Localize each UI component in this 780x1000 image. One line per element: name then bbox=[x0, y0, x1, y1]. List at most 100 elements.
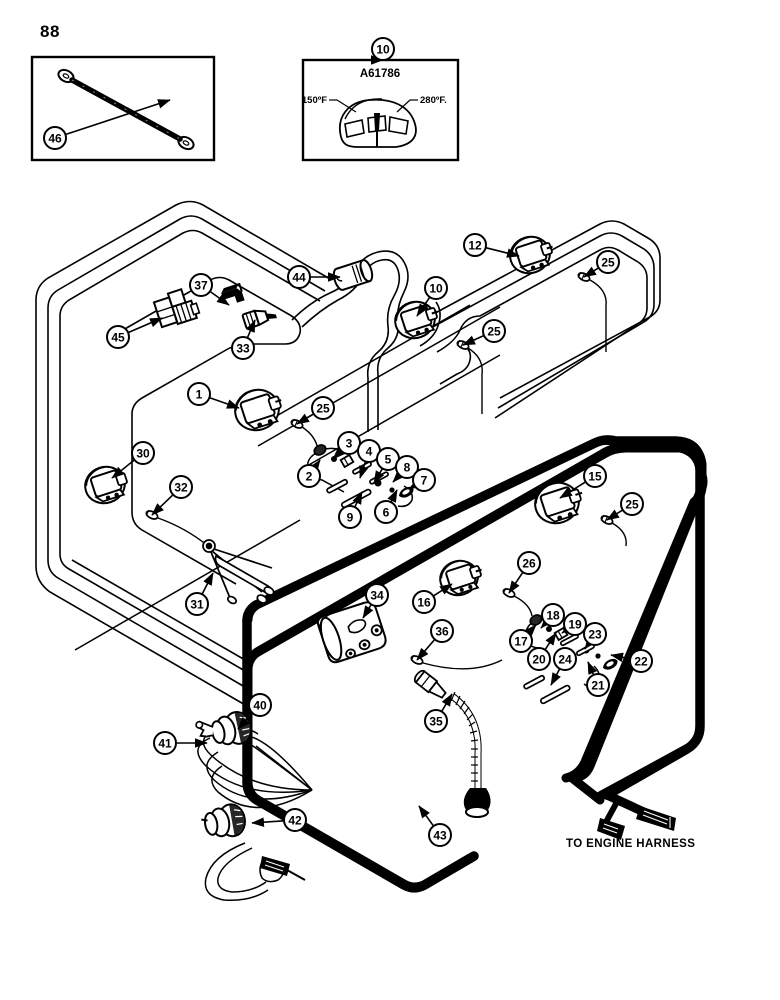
callout-45: 45 bbox=[106, 317, 163, 349]
callout-number: 37 bbox=[194, 278, 208, 292]
callout-bubble bbox=[412, 590, 436, 614]
callout-25: 25 bbox=[606, 492, 644, 521]
callout-43: 43 bbox=[418, 805, 452, 847]
harness-conduit bbox=[242, 435, 705, 893]
callout-leader bbox=[387, 489, 398, 503]
callout-bubble bbox=[248, 693, 272, 717]
callout-bubble bbox=[583, 622, 607, 646]
callout-leader bbox=[251, 817, 285, 827]
callout-number: 9 bbox=[347, 510, 354, 524]
callout-number: 33 bbox=[236, 341, 250, 355]
callout-bubble bbox=[424, 276, 448, 300]
callout-number: 18 bbox=[546, 608, 560, 622]
callout-number: 25 bbox=[316, 401, 330, 415]
callout-leader bbox=[550, 668, 561, 686]
callout-leader bbox=[606, 509, 624, 521]
callout-layer: 4610453733441225102512530323123458769152… bbox=[43, 37, 653, 847]
callout-number: 17 bbox=[514, 634, 528, 648]
callout-32: 32 bbox=[151, 475, 193, 516]
callout-bubble bbox=[153, 731, 177, 755]
callout-bubble bbox=[620, 492, 644, 516]
bracket-31 bbox=[202, 539, 275, 605]
callout-leader bbox=[209, 290, 230, 306]
callout-bubble bbox=[311, 396, 335, 420]
callout-bubble bbox=[43, 126, 67, 150]
callout-number: 4 bbox=[366, 444, 373, 458]
callout-bubble bbox=[412, 468, 436, 492]
callout-leader bbox=[362, 603, 374, 619]
callout-number: 42 bbox=[288, 813, 302, 827]
callout-number: 7 bbox=[421, 473, 428, 487]
callout-number: 8 bbox=[404, 460, 411, 474]
callout-number: 45 bbox=[111, 330, 125, 344]
callout-leader bbox=[65, 99, 171, 136]
callout-26: 26 bbox=[508, 551, 541, 594]
callout-leader bbox=[373, 468, 385, 484]
callout-35: 35 bbox=[424, 693, 453, 733]
callout-number: 19 bbox=[568, 617, 582, 631]
callout-leader bbox=[462, 334, 485, 346]
callout-number: 36 bbox=[435, 624, 449, 638]
callout-leader bbox=[418, 805, 435, 827]
callout-33: 33 bbox=[231, 319, 256, 360]
callout-46: 46 bbox=[43, 99, 171, 150]
callout-22: 22 bbox=[610, 649, 653, 673]
callout-leader bbox=[111, 459, 135, 479]
callout-bubble bbox=[424, 709, 448, 733]
callout-16: 16 bbox=[412, 583, 453, 614]
gauge-12 bbox=[509, 235, 553, 275]
callout-bubble bbox=[189, 273, 213, 297]
gauge-1 bbox=[234, 388, 282, 432]
callout-leader bbox=[359, 461, 369, 479]
callout-number: 43 bbox=[433, 828, 447, 842]
callout-number: 23 bbox=[588, 627, 602, 641]
callout-leader bbox=[392, 469, 405, 483]
callout-leader bbox=[584, 636, 596, 650]
callout-number: 10 bbox=[429, 281, 443, 295]
callout-leader bbox=[201, 572, 214, 595]
callout-41: 41 bbox=[153, 731, 208, 755]
callout-number: 3 bbox=[346, 436, 353, 450]
callout-25: 25 bbox=[583, 250, 620, 278]
callout-bubble bbox=[106, 325, 130, 349]
callout-leader bbox=[524, 624, 537, 638]
callout-bubble bbox=[463, 233, 487, 257]
callout-bubble bbox=[527, 647, 551, 671]
callout-bubble bbox=[185, 592, 209, 616]
callout-3: 3 bbox=[332, 431, 361, 460]
harness-wire-fan bbox=[197, 725, 313, 902]
callout-number: 41 bbox=[158, 736, 172, 750]
callout-40: 40 bbox=[237, 693, 272, 730]
callout-number: 31 bbox=[190, 597, 204, 611]
callout-2: 2 bbox=[297, 459, 321, 488]
callout-number: 25 bbox=[487, 324, 501, 338]
callout-bubble bbox=[283, 808, 307, 832]
key-switch-42 bbox=[201, 803, 246, 838]
callout-8: 8 bbox=[392, 455, 419, 483]
callout-25: 25 bbox=[462, 319, 506, 346]
callout-number: 44 bbox=[292, 270, 306, 284]
callout-leader bbox=[209, 396, 240, 409]
callout-leader bbox=[245, 319, 256, 339]
callout-leader bbox=[127, 317, 163, 334]
callout-30: 30 bbox=[111, 441, 155, 479]
callout-bubble bbox=[231, 336, 255, 360]
callout-12: 12 bbox=[463, 233, 520, 258]
callout-number: 25 bbox=[601, 255, 615, 269]
callout-31: 31 bbox=[185, 572, 214, 616]
callout-leader bbox=[559, 481, 587, 499]
callout-number: 20 bbox=[532, 652, 546, 666]
callout-bubble bbox=[596, 250, 620, 274]
callout-number: 34 bbox=[370, 588, 384, 602]
clip-37 bbox=[221, 282, 245, 303]
callout-1: 1 bbox=[187, 382, 240, 409]
callout-leader bbox=[610, 652, 631, 663]
callout-leader bbox=[508, 571, 524, 594]
callout-leader bbox=[296, 413, 315, 425]
flex-lamp-35 bbox=[413, 669, 491, 818]
callout-number: 15 bbox=[588, 469, 602, 483]
temperature-gauge-inset: A61786 150ºF 280ºF. bbox=[301, 58, 460, 162]
callout-leader bbox=[432, 583, 453, 597]
inset-part-number: A61786 bbox=[360, 68, 400, 80]
gauge-10 bbox=[394, 300, 438, 340]
